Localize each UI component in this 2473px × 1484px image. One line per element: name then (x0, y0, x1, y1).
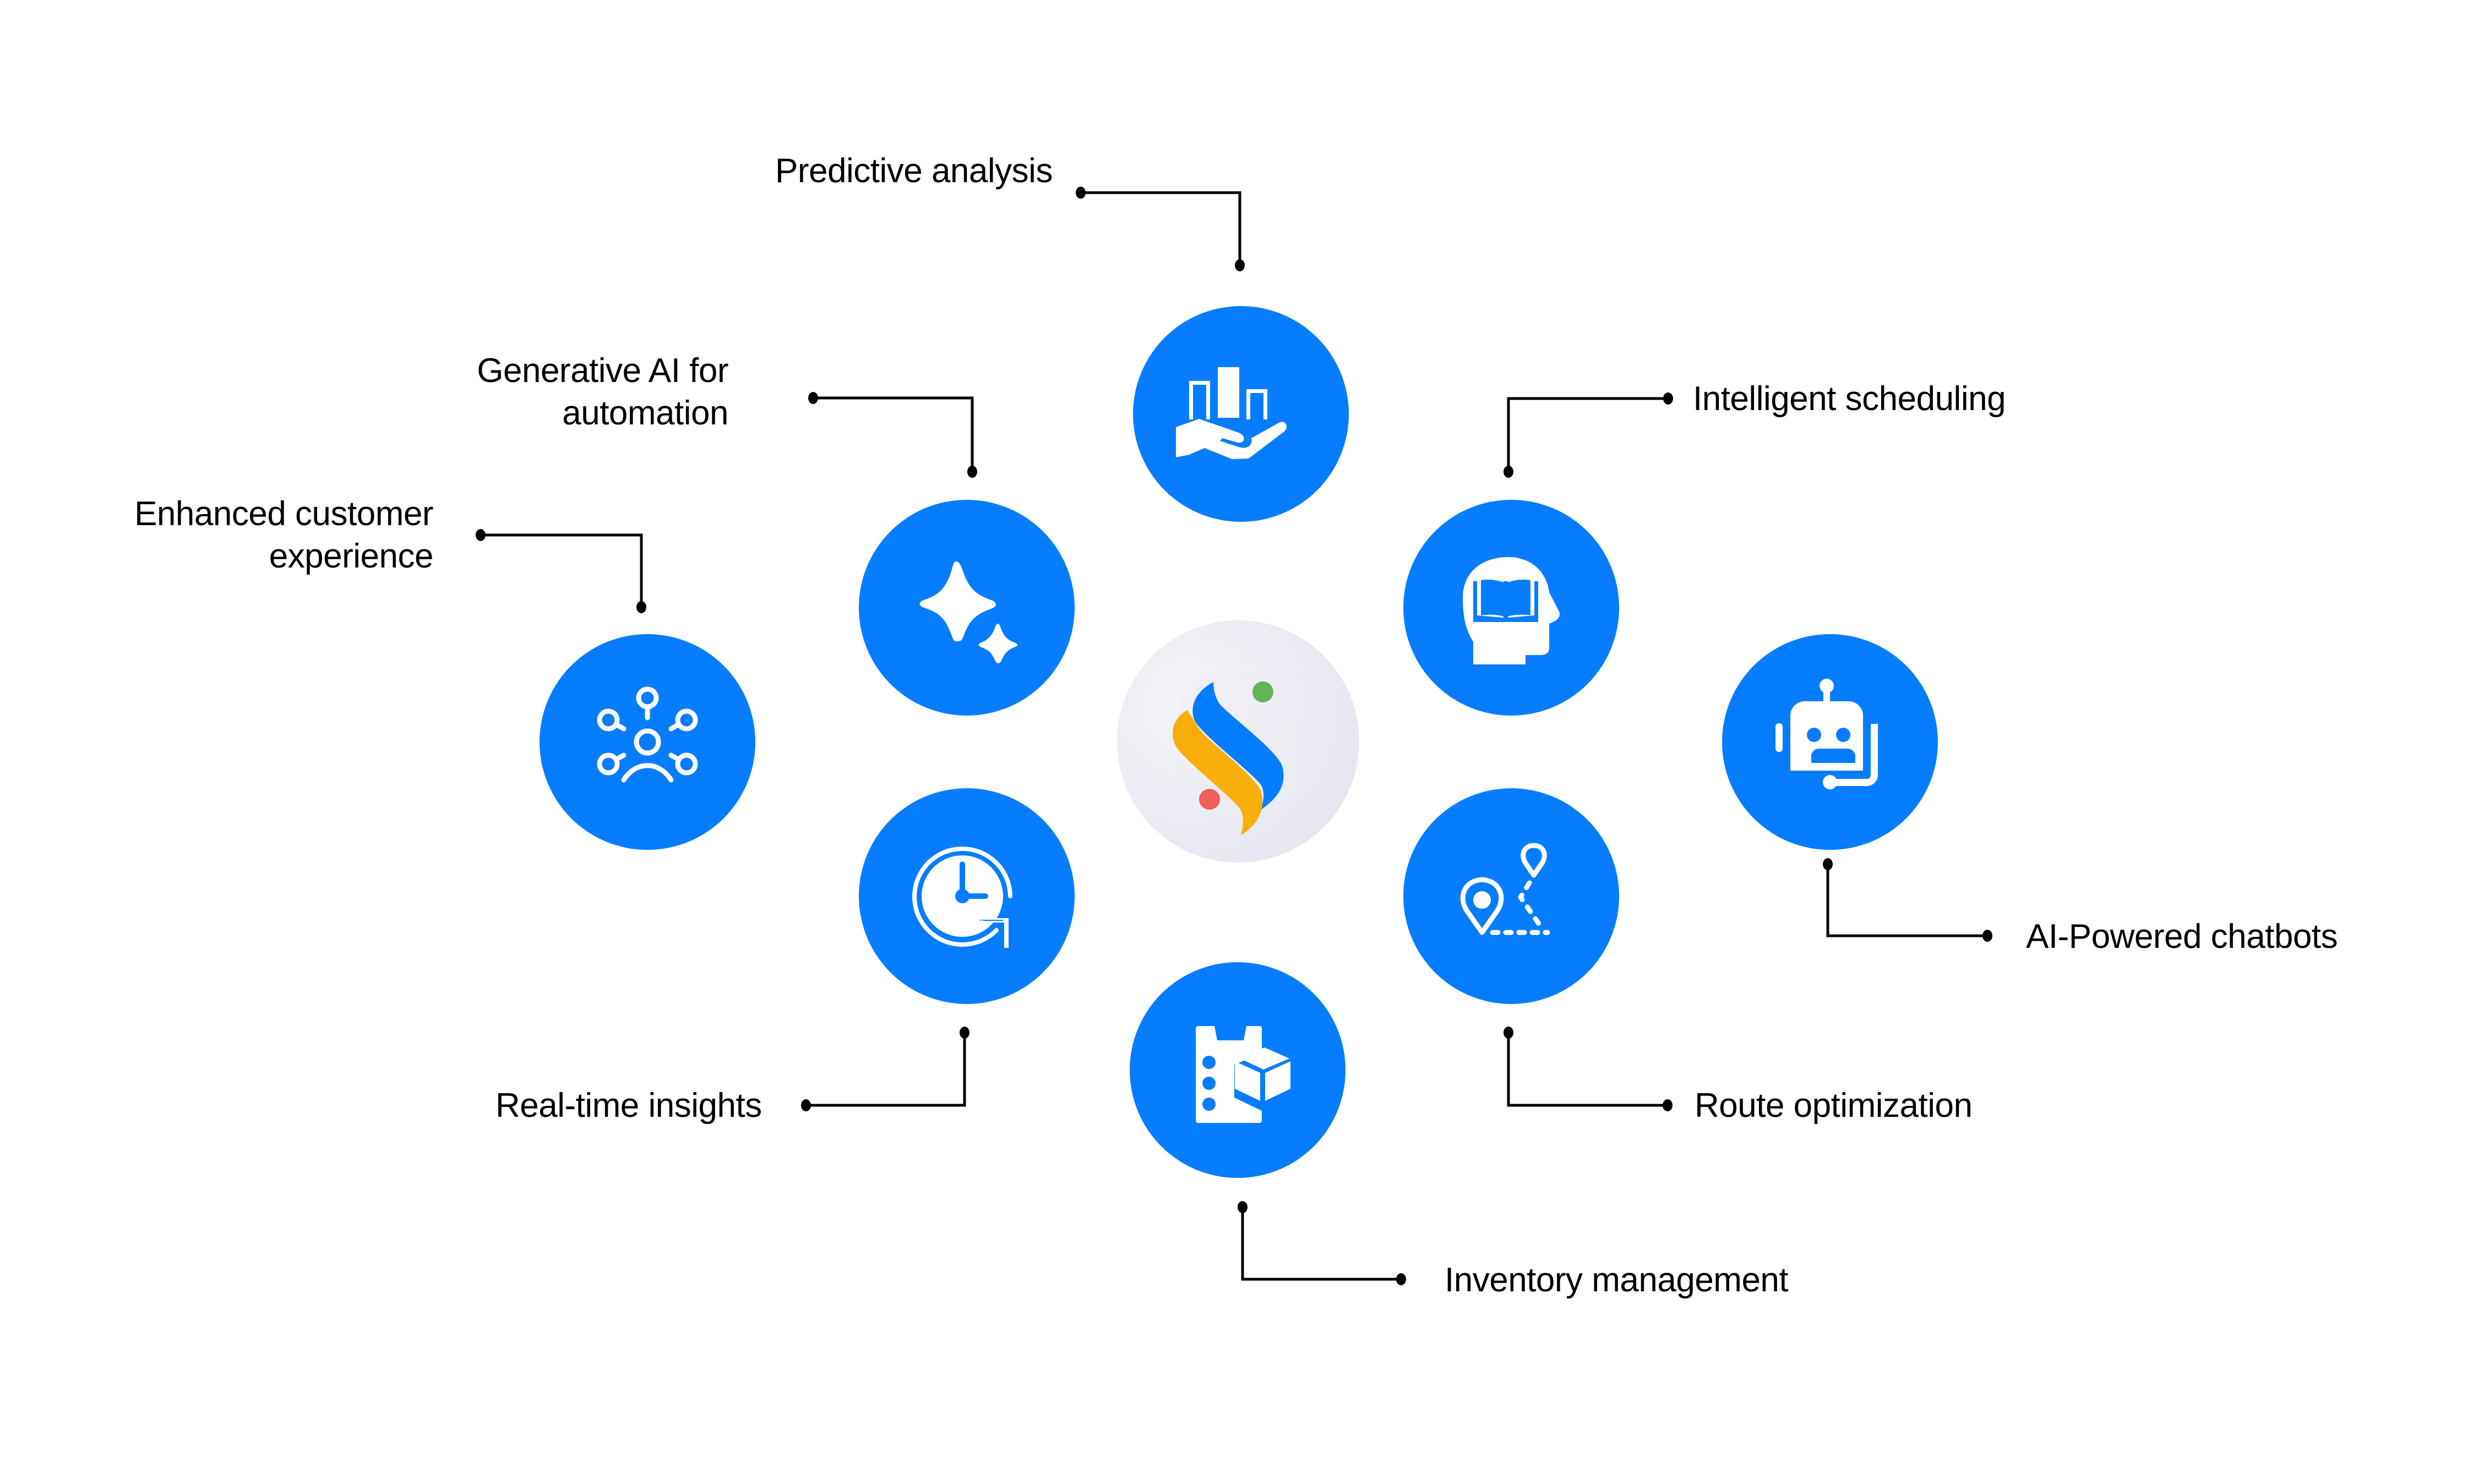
sparkles-icon (919, 561, 1017, 663)
label-real-time-insights: Real-time insights (495, 1087, 762, 1125)
connector-dot (967, 466, 977, 478)
connector-dot (1663, 392, 1673, 405)
brand-logo-icon (1173, 673, 1299, 835)
node-real-time-insights (859, 788, 1075, 1004)
hand-bar-chart-icon (1176, 367, 1287, 459)
clipboard-box-icon (1196, 1026, 1290, 1123)
node-ai-chatbots (1722, 634, 1938, 850)
node-predictive-analysis (1133, 306, 1349, 522)
connector-inventory-management (1241, 1207, 1401, 1281)
connector-real-time-insights (806, 1033, 966, 1107)
robot-icon (1775, 679, 1878, 789)
connector-predictive-analysis (1081, 191, 1241, 265)
label-inventory-management: Inventory management (1445, 1261, 1789, 1299)
connector-dot (1823, 858, 1833, 870)
label-ai-chatbots: AI-Powered chatbots (2026, 918, 2338, 956)
connector-generative-ai (813, 396, 974, 472)
connector-route-optimization (1507, 1033, 1668, 1107)
map-route-icon (1460, 843, 1550, 935)
node-enhanced-customer-experience (540, 634, 755, 850)
connector-ai-chatbots (1826, 864, 1987, 937)
node-route-optimization (1403, 788, 1619, 1004)
connector-dot (1396, 1273, 1406, 1285)
connector-enhanced-customer-experience (481, 533, 643, 607)
connector-dot (1504, 466, 1513, 478)
node-generative-ai (859, 500, 1075, 716)
connector-dot (1982, 930, 1992, 942)
connector-intelligent-scheduling (1507, 397, 1668, 472)
connector-dot (1663, 1099, 1673, 1111)
center-hub (1117, 620, 1359, 863)
connector-dot (801, 1099, 811, 1111)
connector-dot (1238, 1201, 1248, 1213)
connector-dot (1235, 259, 1245, 271)
label-route-optimization: Route optimization (1695, 1087, 1973, 1125)
node-inventory-management (1130, 962, 1346, 1178)
connector-dot (1504, 1027, 1513, 1039)
label-intelligent-scheduling: Intelligent scheduling (1693, 380, 2006, 418)
head-book-icon (1463, 557, 1560, 664)
connector-dot (960, 1027, 969, 1039)
label-enhanced-customer-experience: Enhanced customer experience (134, 495, 433, 575)
connector-dot (808, 392, 818, 404)
node-intelligent-scheduling (1403, 500, 1619, 716)
connector-dot (1076, 187, 1086, 199)
label-generative-ai: Generative AI for automation (477, 352, 728, 432)
connector-dot (636, 601, 646, 613)
label-predictive-analysis: Predictive analysis (775, 152, 1053, 190)
clock-refresh-icon (912, 847, 1012, 948)
connector-dot (476, 529, 486, 541)
customer-network-icon (597, 686, 698, 783)
